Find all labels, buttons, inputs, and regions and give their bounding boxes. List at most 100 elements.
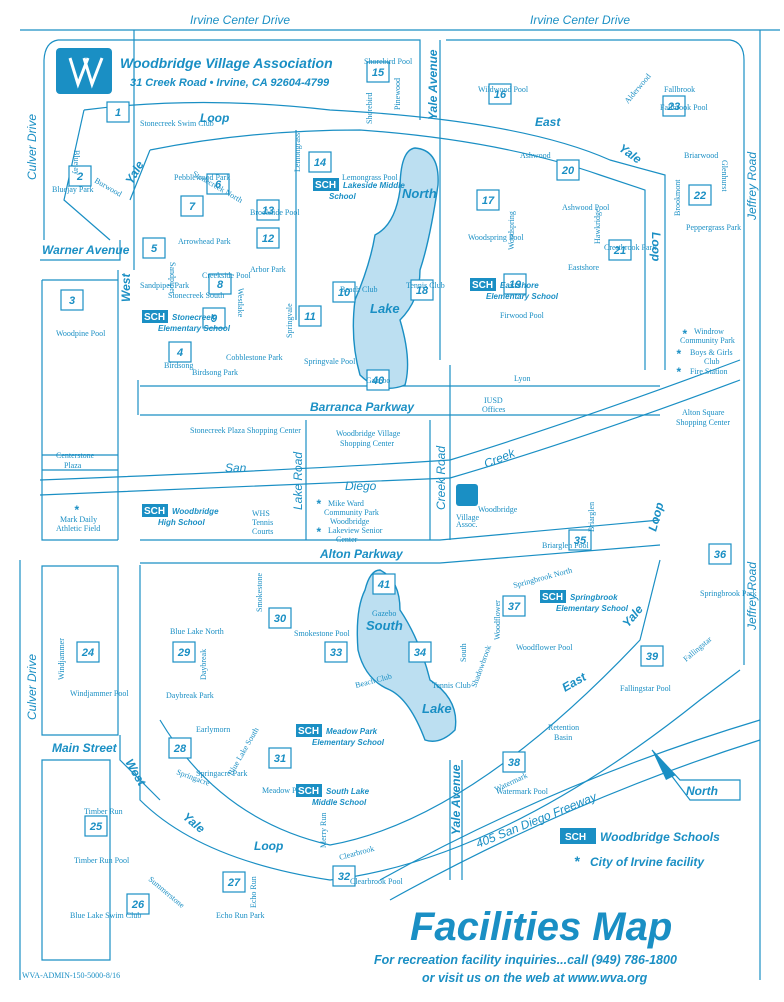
facility-box: [568, 529, 592, 551]
facility-number: 38: [508, 757, 521, 769]
place-mark-daily-b: Athletic Field: [56, 524, 100, 533]
road-yale-ave-top: Yale Avenue: [426, 49, 440, 120]
school-tag: SCH: [315, 180, 336, 191]
facility-number: 30: [274, 613, 287, 625]
street-earlymorn: Earlymorn: [196, 725, 230, 734]
place-fire-station: Fire Station: [690, 367, 728, 376]
facility-box: [476, 189, 500, 211]
road-culver-top: Culver Drive: [25, 114, 39, 180]
street-woodflower: Woodflower: [493, 600, 502, 640]
facility-number: 13: [262, 205, 274, 217]
facility-label: Clearbrook Pool: [350, 877, 403, 886]
facility-number: 25: [89, 821, 103, 833]
facility-label: Brookside Pool: [250, 208, 300, 217]
place-iusd-a: IUSD: [484, 396, 503, 405]
footer-code: WVA-ADMIN-150-5000-8/16: [22, 971, 120, 980]
facility-number: 21: [613, 245, 626, 257]
header-block: Woodbridge Village Association 31 Creek …: [56, 48, 333, 94]
facility-number: 14: [314, 157, 326, 169]
facility-label: Timber Run Pool: [74, 856, 130, 865]
facility-label: Lemongrass Pool: [342, 173, 399, 182]
street-woodspring: Woodspring: [507, 211, 516, 250]
place-mike-ward-a: Mike Ward: [328, 499, 364, 508]
facility-box: [60, 289, 84, 311]
facility-label: Springvale Pool: [304, 357, 356, 366]
facility-label: Springacre Park: [196, 769, 247, 778]
school-tag: SCH: [472, 280, 493, 291]
street-briarwood: Briarwood: [684, 151, 718, 160]
facility-number: 22: [693, 190, 706, 202]
star-windrow: *: [682, 327, 688, 341]
school-name-a: Meadow Park: [326, 727, 378, 736]
street-glenhurst: Glenhurst: [720, 160, 729, 192]
place-whs-c: Courts: [252, 527, 273, 536]
legend-sch-tag: SCH: [565, 832, 586, 843]
facility-label: Windjammer Pool: [70, 689, 129, 698]
facility-box: [502, 751, 526, 773]
place-iusd-b: Offices: [482, 405, 505, 414]
facility-box: [688, 184, 712, 206]
facility-box: [556, 159, 580, 181]
road-diego: Diego: [345, 479, 377, 493]
star-mike-ward: *: [316, 497, 322, 511]
road-culver-bottom: Culver Drive: [25, 654, 39, 720]
facility-number: 8: [217, 279, 224, 291]
place-windrow-b: Community Park: [680, 336, 735, 345]
facility-box: [662, 95, 686, 117]
facility-33[interactable]: 33: [324, 641, 348, 663]
street-alderwood: Alderwood: [623, 72, 653, 105]
facility-number: 3: [69, 295, 75, 307]
street-southlake: South: [459, 643, 468, 662]
road-loop-sw: Loop: [254, 839, 283, 853]
facility-label: Gazebo: [366, 376, 390, 385]
